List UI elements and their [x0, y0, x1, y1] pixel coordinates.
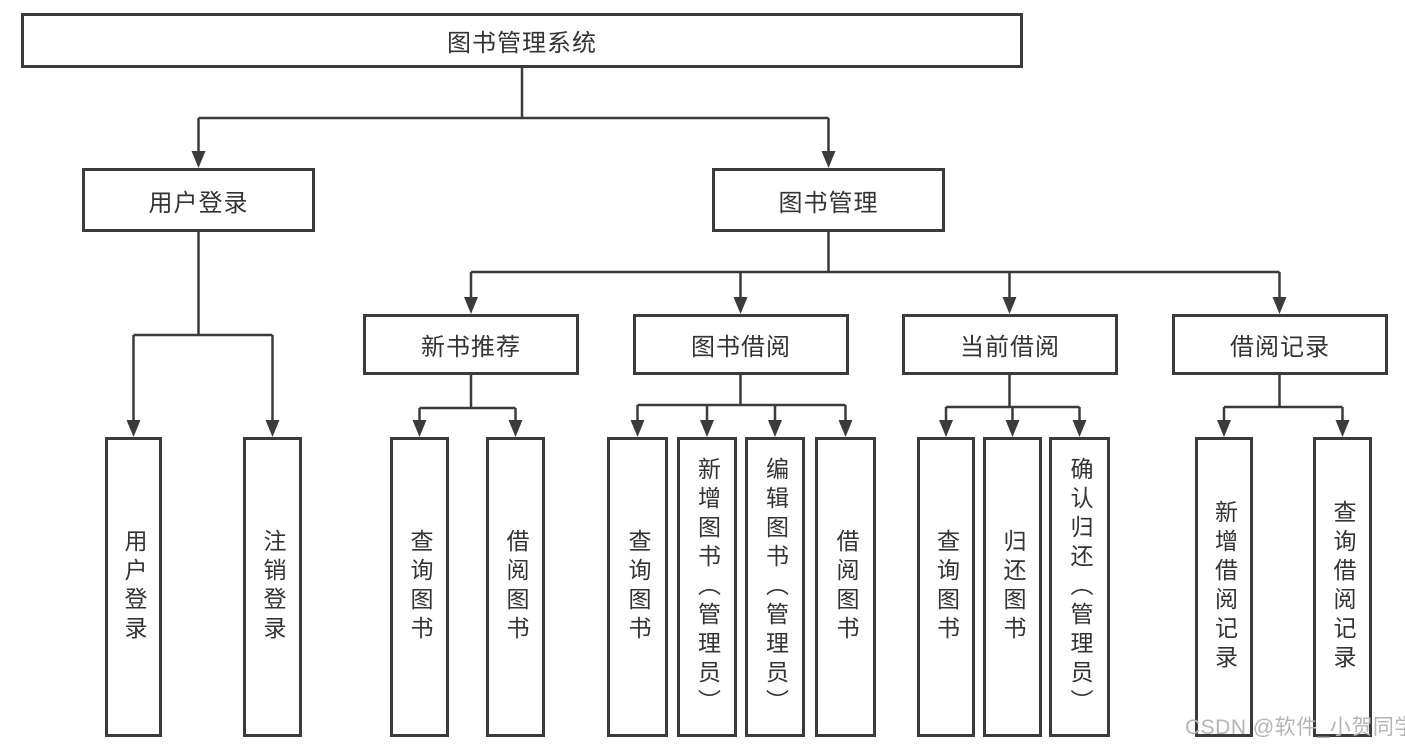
node-label: 查询图书	[625, 529, 651, 645]
node-book-management: 图书管理	[712, 168, 945, 232]
node-label: 借阅图书	[833, 529, 859, 645]
node-leaf-return-book: 归还图书	[983, 437, 1042, 737]
connector-new-book-branch	[412, 374, 523, 437]
node-label: 当前借阅	[960, 334, 1060, 361]
node-label: 借阅图书	[503, 529, 529, 645]
node-label: 图书管理	[778, 189, 879, 217]
node-leaf-borrow-book-1: 借阅图书	[486, 437, 545, 737]
node-borrow-record: 借阅记录	[1172, 314, 1388, 375]
node-label: 注销登录	[260, 529, 286, 645]
node-leaf-confirm-return-admin: 确认归还（管理员）	[1049, 437, 1110, 737]
node-label: 查询借阅记录	[1330, 500, 1356, 674]
node-book-borrow: 图书借阅	[633, 314, 849, 375]
node-label: 用户登录	[148, 189, 249, 217]
node-label: 新增借阅记录	[1211, 500, 1238, 674]
connector-root-to-level2	[191, 67, 836, 168]
node-label: 用户登录	[121, 529, 147, 645]
node-label: 图书管理系统	[447, 30, 597, 57]
connector-book-mgmt-to-level3	[464, 232, 1287, 314]
node-new-book-recommend: 新书推荐	[363, 314, 579, 375]
node-label: 新书推荐	[421, 334, 521, 361]
connector-borrow-record-branch	[1217, 374, 1350, 437]
node-leaf-query-book-2: 查询图书	[607, 437, 668, 737]
node-leaf-borrow-book-2: 借阅图书	[815, 437, 876, 737]
node-leaf-add-borrow-record: 新增借阅记录	[1195, 437, 1253, 737]
node-leaf-query-borrow-record: 查询借阅记录	[1313, 437, 1372, 737]
connector-book-borrow-branch	[630, 374, 853, 437]
connector-user-login-branch	[126, 232, 280, 437]
node-label: 新增图书（管理员）	[694, 456, 721, 718]
node-label: 查询图书	[407, 529, 433, 645]
node-user-login: 用户登录	[82, 168, 315, 232]
node-label: 归还图书	[1000, 529, 1026, 645]
node-label: 查询图书	[933, 529, 960, 645]
node-current-borrow: 当前借阅	[902, 314, 1118, 375]
connector-current-borrow-branch	[939, 374, 1087, 437]
node-label: 图书借阅	[691, 334, 791, 361]
node-root-library-system: 图书管理系统	[21, 13, 1023, 68]
node-leaf-edit-book-admin: 编辑图书（管理员）	[745, 437, 805, 737]
node-leaf-add-book-admin: 新增图书（管理员）	[677, 437, 737, 737]
node-label: 编辑图书（管理员）	[762, 456, 789, 718]
node-label: 借阅记录	[1230, 334, 1330, 361]
node-leaf-query-book-3: 查询图书	[917, 437, 975, 737]
node-leaf-query-book-1: 查询图书	[390, 437, 449, 737]
node-leaf-user-login: 用户登录	[105, 437, 162, 737]
csdn-watermark: CSDN @软件_小贺同学	[1185, 716, 1405, 739]
node-label: 确认归还（管理员）	[1067, 456, 1093, 718]
node-leaf-logout: 注销登录	[243, 437, 302, 737]
